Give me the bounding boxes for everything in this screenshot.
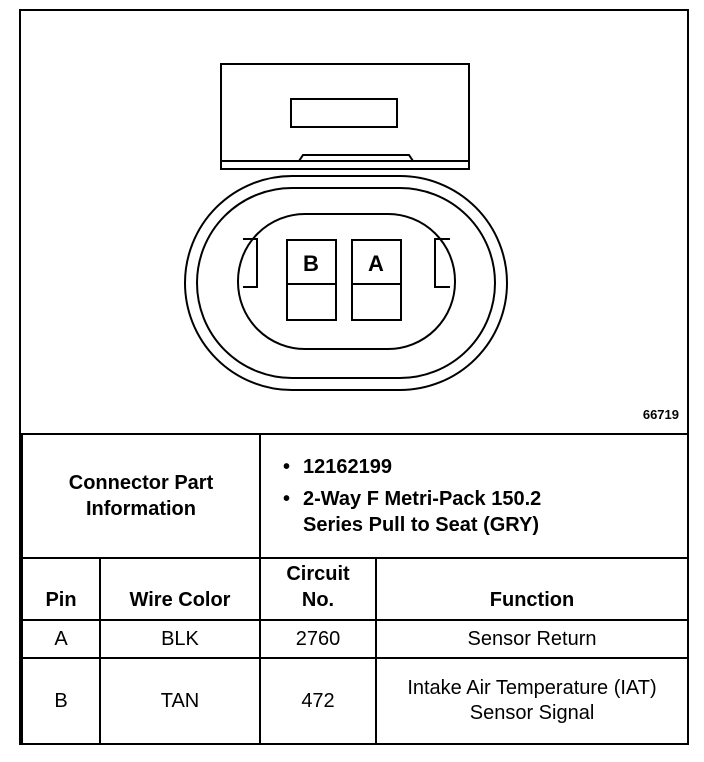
cavity-a-label: A [368, 251, 384, 276]
cavity-b-label: B [303, 251, 319, 276]
header-circuit-text: Circuit No. [286, 563, 350, 611]
pin-table: Pin Wire Color Circuit No. Function A BL… [21, 557, 689, 745]
header-circuit: Circuit No. [259, 557, 377, 621]
cavity-a [351, 239, 402, 321]
connector-diagram: B A 66719 [21, 11, 687, 434]
pin-cell: A [21, 619, 101, 659]
function-cell: Sensor Return [375, 619, 689, 659]
connector-face [237, 213, 456, 350]
circuit-cell: 472 [259, 657, 377, 745]
diagram-frame: B A 66719 Connector Part Information 121… [19, 9, 689, 745]
header-pin: Pin [21, 557, 101, 621]
connector-description: 2-Way F Metri-Pack 150.2 Series Pull to … [283, 486, 543, 538]
connector-info-list: 12162199 2-Way F Metri-Pack 150.2 Series… [261, 448, 687, 538]
cavity-b [286, 239, 337, 321]
connector-info-table: Connector Part Information 12162199 2-Wa… [21, 433, 689, 559]
table-row: B TAN 472 Intake Air Temperature (IAT) S… [21, 657, 689, 745]
function-text: Intake Air Temperature (IAT) Sensor Sign… [407, 677, 657, 724]
table-row: A BLK 2760 Sensor Return [21, 619, 689, 659]
pin-cell: B [21, 657, 101, 745]
function-cell: Intake Air Temperature (IAT) Sensor Sign… [375, 657, 689, 745]
wire-color-cell: TAN [99, 657, 261, 745]
header-function: Function [375, 557, 689, 621]
connector-info-label: Connector Part Information [21, 433, 261, 559]
circuit-cell: 2760 [259, 619, 377, 659]
connector-face-drawing: B A [184, 63, 508, 391]
part-number: 12162199 [283, 454, 687, 480]
right-key [434, 238, 450, 288]
latch-tab-step [298, 154, 414, 162]
latch-housing [220, 63, 470, 170]
left-key [243, 238, 258, 288]
connector-info-values: 12162199 2-Way F Metri-Pack 150.2 Series… [259, 433, 689, 559]
connector-info-label-text: Connector Part Information [68, 472, 214, 520]
pin-table-header: Pin Wire Color Circuit No. Function [21, 557, 689, 621]
wire-color-cell: BLK [99, 619, 261, 659]
latch-window [290, 98, 398, 128]
header-wire-color: Wire Color [99, 557, 261, 621]
figure-number: 66719 [642, 407, 679, 422]
connector-inner-shell [196, 187, 496, 379]
